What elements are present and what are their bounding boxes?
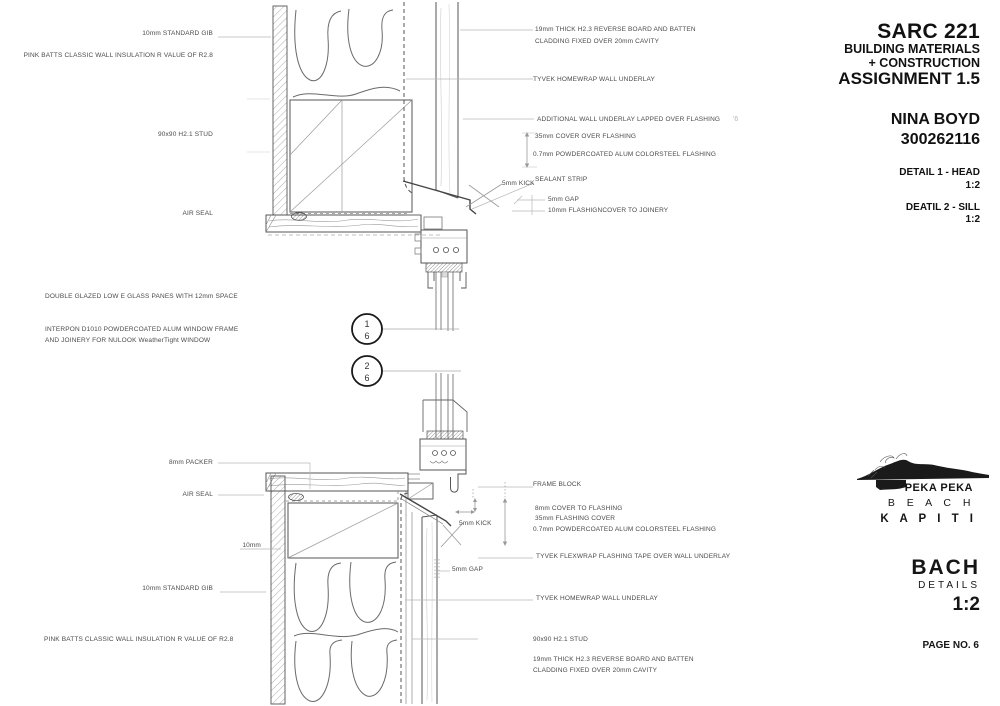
- detail-bubble-1: [351, 313, 383, 345]
- label-8mm-cover: 8mm COVER TO FLASHING: [535, 505, 623, 512]
- detail-bubble-2: [351, 355, 383, 387]
- detail-2-title: DEATIL 2 - SILL: [905, 202, 980, 213]
- label-frame-block: FRAME BLOCK: [533, 481, 582, 488]
- cladding-board-sill: [421, 514, 438, 704]
- label-cladding-sill-1: 19mm THICK H2.3 REVERSE BOARD AND BATTEN: [533, 656, 694, 663]
- section-markers: 1 6 2 6: [351, 313, 461, 387]
- label-packer-sill: 8mm PACKER: [169, 459, 213, 466]
- course-name-line2: + CONSTRUCTION: [868, 56, 980, 70]
- label-cladding-head-1: 19mm THICK H2.3 REVERSE BOARD AND BATTEN: [535, 26, 696, 33]
- label-5mm-gap-sill: 5mm GAP: [452, 566, 484, 573]
- label-35mm-flashing-cover: 35mm FLASHING COVER: [535, 515, 616, 522]
- stud-section-sill: [287, 502, 399, 559]
- double-glazing-head: [435, 271, 454, 331]
- wall-underlay-line-sill: [400, 492, 409, 704]
- label-cladding-sill-2: CLADDING FIXED OVER 20mm CAVITY: [533, 667, 658, 674]
- course-code: SARC 221: [877, 20, 980, 43]
- author-name: NINA BOYD: [890, 111, 980, 128]
- label-stud-head: 90x90 H2.1 STUD: [158, 131, 213, 138]
- label-colorsteel-flashing-sill: 0.7mm POWDERCOATED ALUM COLORSTEEL FLASH…: [533, 526, 717, 533]
- label-5mm-gap-head: 5mm GAP: [548, 196, 580, 203]
- sill-flashing: [399, 493, 452, 527]
- stud-section: [289, 99, 413, 213]
- logo-blob: [876, 480, 906, 490]
- label-interpon-frame-1: INTERPON D1010 POWDERCOATED ALUM WINDOW …: [45, 326, 239, 333]
- label-interpon-frame-2: AND JOINERY FOR NULOOK WeatherTight WIND…: [45, 337, 211, 344]
- logo-kapiti: K A P I T I: [880, 513, 977, 525]
- bubble-2-number: 2: [364, 361, 369, 371]
- page-number: PAGE NO. 6: [922, 640, 980, 651]
- air-seal-backer-sill: [288, 493, 304, 501]
- kick-leader-head: [465, 183, 503, 208]
- label-air-seal-sill: AIR SEAL: [182, 491, 213, 498]
- label-gib-sill: 10mm STANDARD GIB: [142, 585, 213, 592]
- label-flashing-cover-joinery: 10mm FLASHIGNCOVER TO JOINERY: [548, 207, 669, 214]
- logo-scribbles: [867, 453, 908, 479]
- course-name-line1: BUILDING MATERIALS: [844, 42, 980, 56]
- bubble-2-sheet: 6: [364, 373, 369, 383]
- label-homewrap-sill: TYVEK HOMEWRAP WALL UNDERLAY: [536, 595, 658, 602]
- cavity-batten: [405, 512, 413, 704]
- stray-pencil-mark: '6: [733, 116, 738, 123]
- label-sealant-strip: SEALANT STRIP: [535, 176, 588, 183]
- cladding-board: [435, 2, 459, 199]
- label-air-seal-head: AIR SEAL: [182, 210, 213, 217]
- wall-underlay-line: [403, 2, 415, 195]
- bubble-1-number: 1: [364, 319, 369, 329]
- kick-leader-sill: [440, 522, 464, 548]
- insulation-batts: [292, 8, 401, 98]
- label-double-glazed: DOUBLE GLAZED LOW E GLASS PANES WITH 12m…: [45, 293, 238, 300]
- sill-timber-plate: [265, 472, 409, 492]
- label-10mm-sill: 10mm: [242, 542, 261, 549]
- detail-2-scale: 1:2: [965, 214, 980, 225]
- label-35mm-cover: 35mm COVER OVER FLASHING: [535, 133, 637, 140]
- dimension-35mm-head: [522, 132, 537, 168]
- student-id: 300262116: [900, 131, 980, 148]
- leader-lines-sill: [218, 462, 533, 640]
- hill-silhouette: [857, 459, 989, 480]
- label-stud-sill: 90x90 H2.1 STUD: [533, 636, 588, 643]
- frame-block: [407, 482, 434, 500]
- label-colorsteel-flashing-head: 0.7mm POWDERCOATED ALUM COLORSTEEL FLASH…: [533, 151, 717, 158]
- logo-beach: B E A C H: [887, 497, 975, 509]
- label-5mm-kick-head: 5mm KICK: [502, 180, 535, 187]
- bubble-1-sheet: 6: [364, 331, 369, 341]
- air-seal-backer: [291, 212, 307, 221]
- sheet-scale: 1:2: [952, 594, 980, 615]
- detail-1-scale: 1:2: [965, 180, 980, 191]
- construction-lines: [247, 98, 270, 153]
- label-gib-head: 10mm STANDARD GIB: [142, 30, 213, 37]
- packer-line: [286, 491, 399, 503]
- dimensions-sill: [455, 482, 508, 546]
- label-insulation-sill: PINK BATTS CLASSIC WALL INSULATION R VAL…: [44, 636, 234, 643]
- logo-hill-sketch: [857, 453, 989, 490]
- project-subtitle: DETAILS: [918, 580, 980, 591]
- label-additional-underlay: ADDITIONAL WALL UNDERLAY LAPPED OVER FLA…: [537, 116, 721, 123]
- gib-board-section: [272, 5, 288, 216]
- label-cladding-head-2: CLADDING FIXED OVER 20mm CAVITY: [535, 38, 660, 45]
- project-name: BACH: [911, 556, 980, 579]
- double-glazing-sill: [435, 373, 454, 439]
- insulation-batts-sill: [293, 561, 399, 702]
- label-homewrap-head: TYVEK HOMEWRAP WALL UNDERLAY: [533, 76, 655, 83]
- label-5mm-kick-sill: 5mm KICK: [459, 520, 492, 527]
- window-frame-sill: [404, 399, 468, 516]
- leader-lines-head: [218, 29, 545, 215]
- label-insulation-head: PINK BATTS CLASSIC WALL INSULATION R VAL…: [23, 52, 213, 59]
- assignment-title: ASSIGNMENT 1.5: [838, 69, 980, 88]
- label-flexwrap-tape: TYVEK FLEXWRAP FLASHING TAPE OVER WALL U…: [536, 553, 731, 560]
- logo-peka-peka: PEKA PEKA: [904, 482, 973, 494]
- detail-1-title: DETAIL 1 - HEAD: [899, 167, 980, 178]
- gib-board-section-sill: [270, 475, 286, 705]
- detail-1-head-drawing: '6: [218, 2, 738, 331]
- detail-2-sill-drawing: [218, 373, 533, 705]
- head-flashing: [402, 180, 477, 215]
